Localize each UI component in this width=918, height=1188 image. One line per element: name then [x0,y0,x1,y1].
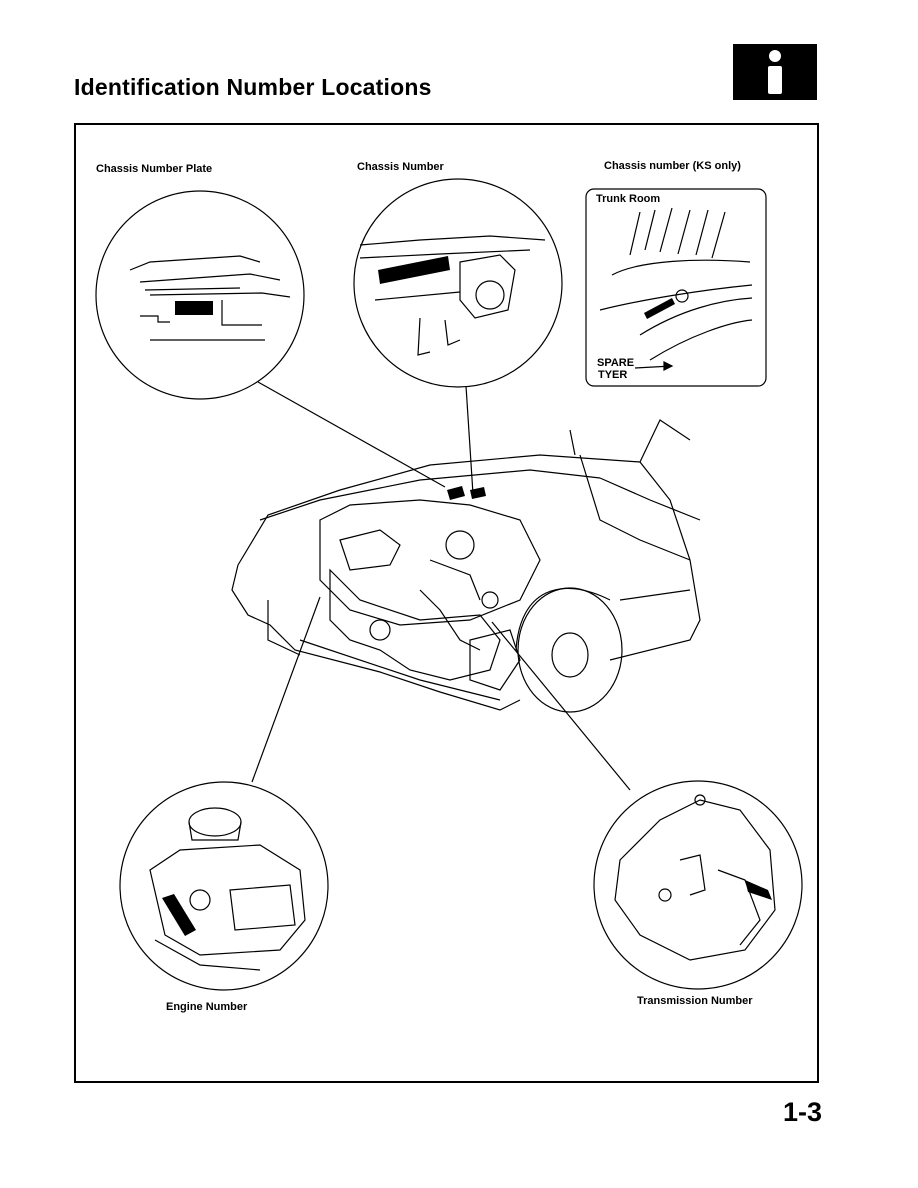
page-title: Identification Number Locations [74,74,432,100]
trunk-chassis-marker [644,298,675,319]
engine-number-detail-circle [119,781,329,991]
chassis-number-detail-circle [353,178,563,388]
label-chassis-number: Chassis Number [357,161,444,173]
label-chassis-number-plate: Chassis Number Plate [96,163,213,175]
illustration-frame [74,123,819,1083]
label-transmission-number: Transmission Number [637,995,753,1007]
transmission-number-detail-circle [593,780,803,990]
label-spare: SPARE [597,357,635,369]
label-engine-number: Engine Number [166,1001,248,1013]
label-chassis-number-ks: Chassis number (KS only) [604,160,741,172]
page-number: 1-3 [783,1097,823,1127]
trunk-inset-box [585,188,767,387]
transmission-number-marker [745,880,772,900]
label-tyer: TYER [598,369,628,381]
engine-number-marker [162,894,196,936]
chassis-plate-detail-circle [95,190,305,400]
chassis-plate-marker [175,301,213,315]
chassis-number-marker [378,256,450,284]
info-icon [733,44,817,100]
label-trunk-room: Trunk Room [596,193,661,205]
